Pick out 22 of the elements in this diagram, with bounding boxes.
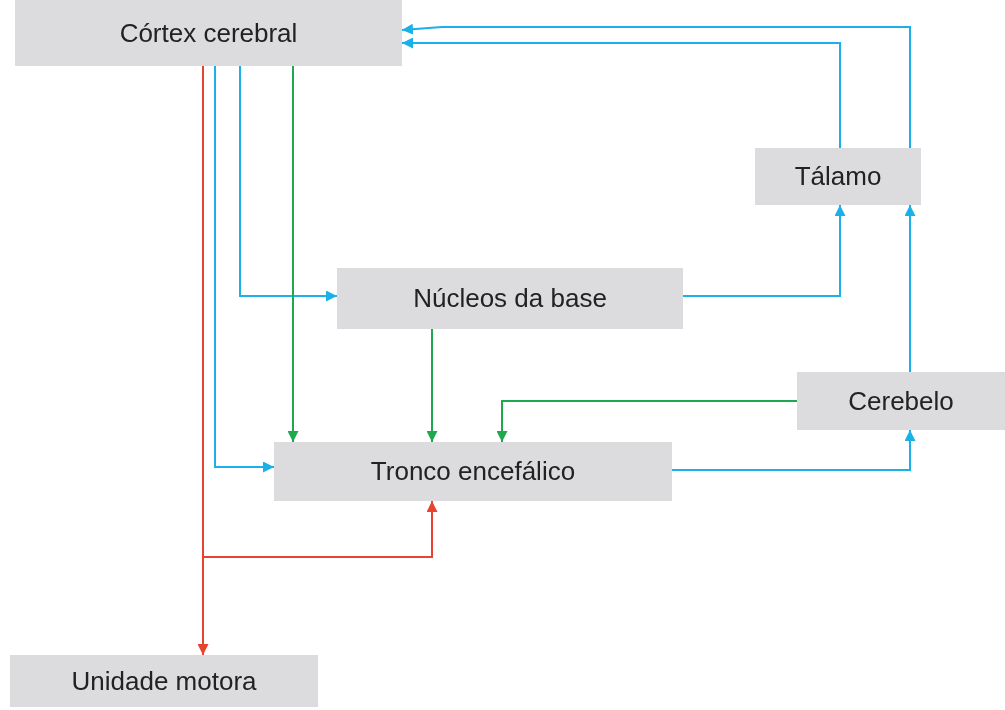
arrow bbox=[239, 65, 338, 302]
process-box bbox=[337, 268, 683, 329]
arrow bbox=[214, 65, 275, 473]
arrow bbox=[287, 65, 299, 443]
process-box bbox=[797, 372, 1005, 430]
arrow bbox=[682, 204, 846, 297]
process-box bbox=[755, 148, 921, 205]
arrow bbox=[401, 37, 841, 149]
node-label: Cerebelo bbox=[848, 385, 954, 417]
arrow bbox=[671, 429, 916, 471]
arrow bbox=[496, 400, 798, 443]
node-label: Núcleos da base bbox=[413, 283, 607, 314]
arrow bbox=[426, 328, 438, 443]
node-label: Tronco encefálico bbox=[370, 456, 576, 487]
process-box bbox=[10, 655, 318, 707]
arrow bbox=[401, 23, 911, 149]
process-box bbox=[274, 442, 672, 501]
arrow bbox=[904, 204, 916, 373]
process-box bbox=[15, 0, 402, 66]
node-label: Unidade motora bbox=[71, 665, 257, 697]
node-label: Tálamo bbox=[794, 161, 882, 192]
node-label: Córtex cerebral bbox=[119, 17, 298, 49]
